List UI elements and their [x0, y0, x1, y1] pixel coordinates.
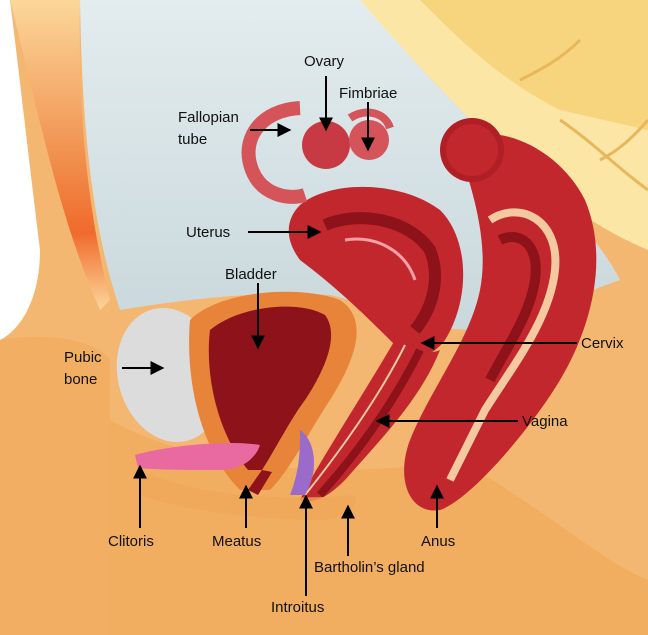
label-bartholins-gland: Bartholin’s gland: [314, 559, 425, 576]
label-clitoris: Clitoris: [108, 533, 154, 550]
label-introitus: Introitus: [271, 599, 324, 616]
label-pubic-bone-line2: bone: [64, 371, 97, 388]
label-vagina: Vagina: [522, 413, 568, 430]
label-ovary: Ovary: [304, 53, 345, 70]
label-cervix: Cervix: [581, 335, 624, 352]
label-fallopian-tube-line1: Fallopian: [178, 109, 239, 126]
label-meatus: Meatus: [212, 533, 261, 550]
label-fallopian-tube-line2: tube: [178, 131, 207, 148]
label-fimbriae: Fimbriae: [339, 85, 397, 102]
label-uterus: Uterus: [186, 224, 230, 241]
label-pubic-bone-line1: Pubic: [64, 349, 102, 366]
label-anus: Anus: [421, 533, 455, 550]
label-bladder: Bladder: [225, 266, 277, 283]
